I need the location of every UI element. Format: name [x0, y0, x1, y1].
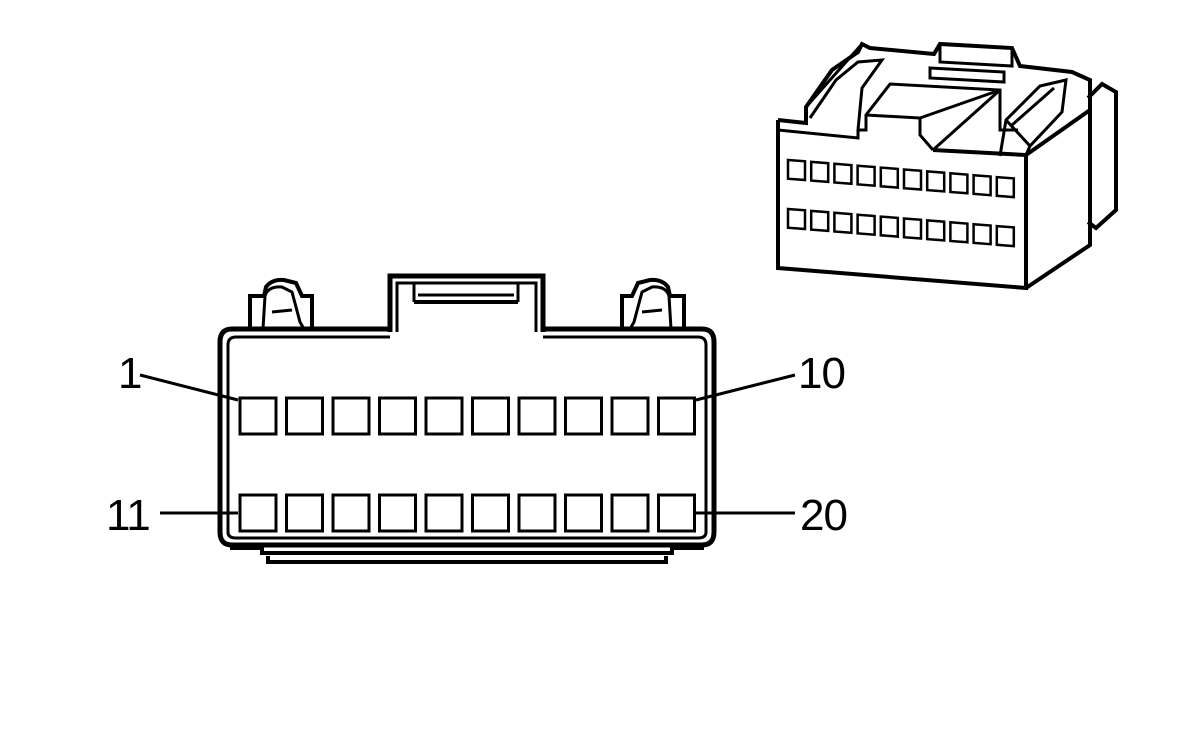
pin-cavity-18	[564, 493, 603, 533]
iso-pin-cavity-2	[809, 160, 830, 184]
pin-cavity-1	[238, 396, 278, 436]
pin-cavity-9	[610, 396, 650, 436]
iso-pin-cavity-20	[995, 224, 1016, 248]
iso-pin-cavity-5	[879, 166, 900, 189]
pin-cavity-15	[424, 493, 464, 533]
pin-cavity-19	[610, 493, 650, 533]
iso-pin-cavity-3	[833, 162, 853, 186]
pin-cavity-6	[471, 396, 510, 436]
iso-pin-cavity-17	[925, 219, 946, 242]
iso-pin-cavity-4	[856, 164, 876, 188]
pin-cavity-5	[424, 396, 464, 436]
pin-cavity-11	[238, 493, 278, 533]
iso-pin-cavity-14	[856, 213, 876, 237]
iso-pin-row-bottom	[786, 207, 1016, 248]
pin-row-bottom	[238, 493, 696, 533]
iso-pin-cavity-16	[902, 217, 923, 240]
iso-pin-cavity-15	[879, 215, 900, 238]
connector-bottom-skirt	[230, 543, 704, 564]
iso-pin-cavity-11	[786, 207, 807, 231]
pin-label-11: 11	[106, 491, 150, 540]
iso-pin-row-top	[786, 158, 1016, 199]
pin-cavity-10	[657, 396, 696, 436]
iso-pin-cavity-7	[925, 170, 946, 193]
iso-pin-cavity-19	[972, 222, 992, 246]
pin-cavity-3	[331, 396, 371, 436]
pin-cavity-2	[285, 396, 324, 436]
leader-line-pin-1	[139, 373, 239, 402]
pin-cavity-13	[331, 493, 371, 533]
pin-cavity-4	[378, 396, 417, 436]
pin-label-10: 10	[798, 349, 845, 398]
pin-leader-lines	[139, 373, 796, 515]
pin-cavity-17	[517, 493, 557, 533]
iso-pin-cavity-10	[995, 175, 1016, 199]
pin-row-top	[238, 396, 696, 436]
iso-pin-cavity-13	[833, 211, 853, 235]
iso-pin-cavity-6	[902, 168, 923, 191]
pin-label-1: 1	[118, 349, 141, 398]
pin-cavity-20	[657, 493, 696, 533]
iso-pin-cavity-18	[949, 220, 969, 244]
iso-pin-cavity-12	[809, 209, 830, 233]
left-latch	[248, 277, 314, 330]
pin-cavity-14	[378, 493, 417, 533]
pin-cavity-12	[285, 493, 324, 533]
pin-cavity-8	[564, 396, 603, 436]
right-latch	[620, 277, 686, 330]
leader-line-pin-10	[695, 373, 796, 402]
connector-housing	[217, 326, 717, 548]
top-lock-tab	[387, 273, 546, 332]
iso-pin-cavity-9	[972, 173, 992, 197]
pin-label-20: 20	[800, 491, 847, 540]
pin-cavity-16	[471, 493, 510, 533]
connector-isometric-view	[776, 41, 1118, 291]
iso-pin-cavity-8	[949, 171, 969, 195]
connector-front-view: 1 10 11 20	[106, 273, 848, 564]
pin-cavity-7	[517, 396, 557, 436]
iso-pin-cavity-1	[786, 158, 807, 182]
